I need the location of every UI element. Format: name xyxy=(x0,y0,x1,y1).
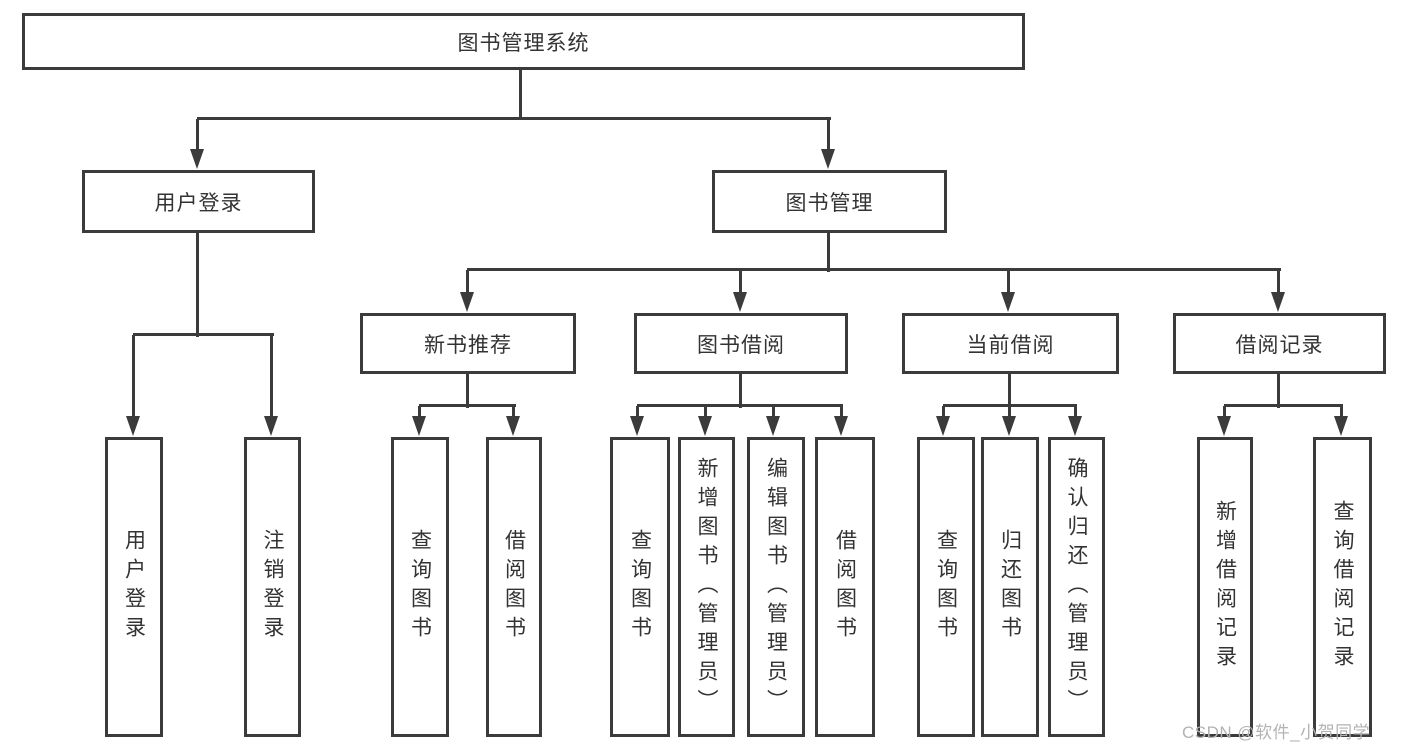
node-label: 当前借阅 xyxy=(966,333,1055,357)
node-user-login: 用户登录 xyxy=(82,170,315,233)
node-new-book-recommend: 新书推荐 xyxy=(360,313,576,374)
connector-vertical-line xyxy=(1277,270,1280,296)
connector-vertical-line xyxy=(1277,373,1280,408)
arrowhead-down-icon xyxy=(1334,416,1348,436)
connector-horizontal-line xyxy=(419,404,516,407)
arrowhead-down-icon xyxy=(834,416,848,436)
leaf-label: 借阅图书 xyxy=(502,529,526,645)
connector-vertical-line xyxy=(270,335,273,419)
connector-vertical-line xyxy=(466,373,469,408)
node-book-management: 图书管理 xyxy=(712,170,947,233)
connector-horizontal-line xyxy=(1224,404,1343,407)
leaf-label: 查询图书 xyxy=(628,529,652,645)
arrowhead-down-icon xyxy=(506,416,520,436)
leaf-add-borrow-record: 新增借阅记录 xyxy=(1197,437,1253,737)
node-current-borrow: 当前借阅 xyxy=(902,313,1119,374)
watermark-text: CSDN @软件_小贺同学 xyxy=(1182,723,1371,742)
arrowhead-down-icon xyxy=(766,416,780,436)
arrowhead-down-icon xyxy=(1271,292,1285,312)
connector-horizontal-line xyxy=(133,333,274,336)
arrowhead-down-icon xyxy=(698,416,712,436)
connector-vertical-line xyxy=(1223,406,1226,419)
connector-horizontal-line xyxy=(197,117,831,120)
connector-vertical-line xyxy=(1008,406,1011,419)
node-label: 图书借阅 xyxy=(697,333,785,357)
node-label: 借阅记录 xyxy=(1235,333,1324,357)
leaf-label: 查询图书 xyxy=(934,529,958,645)
arrowhead-down-icon xyxy=(630,416,644,436)
leaf-add-book-admin: 新增图书（管理员） xyxy=(678,437,735,737)
leaf-label: 借阅图书 xyxy=(833,529,857,645)
arrowhead-down-icon xyxy=(460,292,474,312)
node-library-system-root: 图书管理系统 xyxy=(22,13,1025,70)
leaf-label: 用户登录 xyxy=(122,529,146,645)
leaf-edit-book-admin: 编辑图书（管理员） xyxy=(747,437,805,737)
node-label: 新书推荐 xyxy=(424,333,512,357)
leaf-label: 编辑图书（管理员） xyxy=(764,456,788,718)
connector-vertical-line xyxy=(772,406,775,419)
connector-horizontal-line xyxy=(637,404,843,407)
connector-vertical-line xyxy=(196,119,199,152)
connector-vertical-line xyxy=(1007,270,1010,296)
node-label: 图书管理系统 xyxy=(457,31,590,55)
connector-vertical-line xyxy=(1340,406,1343,419)
connector-vertical-line xyxy=(827,233,830,272)
leaf-label: 查询借阅记录 xyxy=(1331,500,1354,674)
arrowhead-down-icon xyxy=(936,416,950,436)
connector-vertical-line xyxy=(636,406,639,419)
leaf-label: 注销登录 xyxy=(261,529,284,645)
leaf-query-borrow-record: 查询借阅记录 xyxy=(1313,437,1372,737)
connector-vertical-line xyxy=(1074,406,1077,419)
leaf-borrow-book-recommend: 借阅图书 xyxy=(486,437,542,737)
connector-vertical-line xyxy=(512,406,515,419)
arrowhead-down-icon xyxy=(190,149,204,169)
connector-vertical-line xyxy=(739,270,742,296)
arrowhead-down-icon xyxy=(412,416,426,436)
leaf-label: 新增借阅记录 xyxy=(1213,500,1237,674)
leaf-confirm-return-admin: 确认归还（管理员） xyxy=(1048,437,1105,737)
node-label: 用户登录 xyxy=(154,191,243,215)
node-borrow-record: 借阅记录 xyxy=(1173,313,1386,374)
leaf-query-book-recommend: 查询图书 xyxy=(391,437,449,737)
connector-vertical-line xyxy=(739,373,742,408)
connector-horizontal-line xyxy=(467,268,1281,271)
arrowhead-down-icon xyxy=(1001,292,1015,312)
arrowhead-down-icon xyxy=(126,416,140,436)
connector-vertical-line xyxy=(704,406,707,419)
connector-vertical-line xyxy=(418,406,421,419)
arrowhead-down-icon xyxy=(1068,416,1082,436)
connector-horizontal-line xyxy=(943,404,1077,407)
leaf-label: 确认归还（管理员） xyxy=(1065,456,1088,718)
leaf-query-book-borrow: 查询图书 xyxy=(610,437,670,737)
connector-vertical-line xyxy=(1008,373,1011,408)
connector-vertical-line xyxy=(466,270,469,296)
connector-vertical-line xyxy=(196,233,199,337)
arrowhead-down-icon xyxy=(821,149,835,169)
arrowhead-down-icon xyxy=(264,416,278,436)
leaf-user-login: 用户登录 xyxy=(105,437,163,737)
connector-vertical-line xyxy=(840,406,843,419)
leaf-return-book: 归还图书 xyxy=(981,437,1039,737)
node-book-borrow: 图书借阅 xyxy=(634,313,848,374)
leaf-query-book-current: 查询图书 xyxy=(917,437,975,737)
arrowhead-down-icon xyxy=(1217,416,1231,436)
arrowhead-down-icon xyxy=(1002,416,1016,436)
leaf-label: 新增图书（管理员） xyxy=(695,456,718,718)
arrowhead-down-icon xyxy=(733,292,747,312)
leaf-borrow-book: 借阅图书 xyxy=(815,437,875,737)
connector-vertical-line xyxy=(827,119,830,152)
connector-vertical-line xyxy=(519,69,522,119)
connector-vertical-line xyxy=(132,335,135,419)
leaf-label: 归还图书 xyxy=(998,529,1022,645)
leaf-label: 查询图书 xyxy=(408,529,432,645)
leaf-logout: 注销登录 xyxy=(244,437,301,737)
connector-vertical-line xyxy=(942,406,945,419)
node-label: 图书管理 xyxy=(785,191,874,215)
